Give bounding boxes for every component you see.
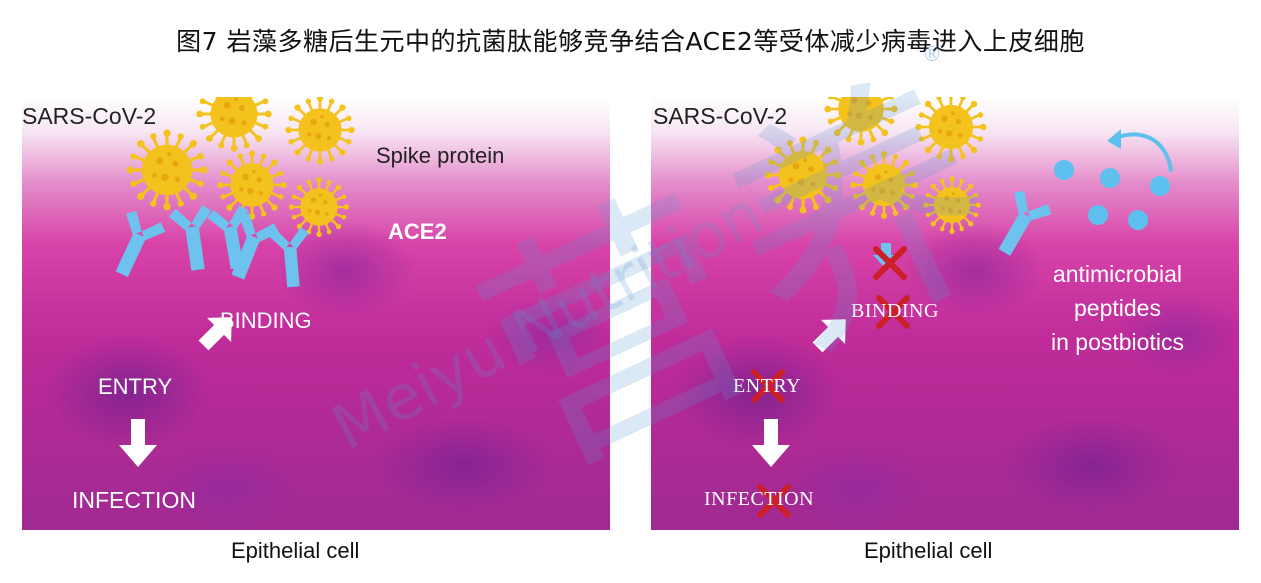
virus-particle (922, 175, 982, 235)
peptide-dot (1100, 168, 1120, 188)
peptide-label-line3: in postbiotics (1051, 329, 1184, 355)
virus-particle (822, 97, 900, 147)
virus-particle (284, 97, 356, 166)
figure-title: 图7 岩藻多糖后生元中的抗菌肽能够竞争结合ACE2等受体减少病毒进入上皮细胞 (176, 27, 1085, 56)
right-panel-illustration (651, 97, 1173, 530)
virus-label: SARS-CoV-2 (22, 103, 157, 129)
arrow-to-entry (812, 319, 846, 353)
virus-particle (125, 127, 210, 212)
virus-label: SARS-CoV-2 (653, 103, 788, 129)
peptide-label-line2: peptides (1074, 295, 1161, 321)
entry-label: ENTRY (733, 375, 802, 397)
peptide-label-line1: antimicrobial (1052, 261, 1183, 287)
peptide-dot (1088, 205, 1108, 225)
binding-label: BINDING (851, 300, 939, 322)
virus-particle (914, 97, 988, 164)
right-panel-blocked-pathway: SARS-CoV-2 BINDING ENTRY INFECTION antim… (651, 97, 1239, 530)
virus-particle (194, 97, 274, 154)
ace2-label: ACE2 (388, 219, 447, 244)
arrow-to-infection (752, 419, 790, 467)
virus-particle (848, 149, 920, 221)
entry-label: ENTRY (98, 374, 173, 399)
virus-particle (287, 175, 351, 239)
arrow-to-infection (119, 419, 157, 467)
antimicrobial-peptides (1054, 160, 1170, 230)
ace2-receptor (102, 207, 169, 284)
curved-arrow-icon (1107, 129, 1173, 172)
ace2-receptor (985, 186, 1055, 264)
peptide-dot (1128, 210, 1148, 230)
infection-label: INFECTION (704, 488, 815, 510)
left-caption: Epithelial cell (231, 538, 360, 563)
virus-particle (216, 149, 288, 221)
left-panel-infection-pathway: SARS-CoV-2 Spike protein ACE2 BINDING EN… (22, 97, 610, 530)
arrow-to-entry (198, 317, 232, 351)
infection-label: INFECTION (72, 487, 196, 513)
ace2-receptor (268, 226, 314, 289)
binding-label: BINDING (220, 308, 312, 333)
virus-particle (763, 135, 843, 215)
spike-protein-label: Spike protein (376, 143, 505, 168)
peptide-dot (1150, 176, 1170, 196)
right-caption: Epithelial cell (864, 538, 993, 563)
peptide-dot (1054, 160, 1074, 180)
peptide-label: antimicrobial peptides in postbiotics (1051, 257, 1184, 359)
left-panel-illustration (102, 97, 356, 467)
